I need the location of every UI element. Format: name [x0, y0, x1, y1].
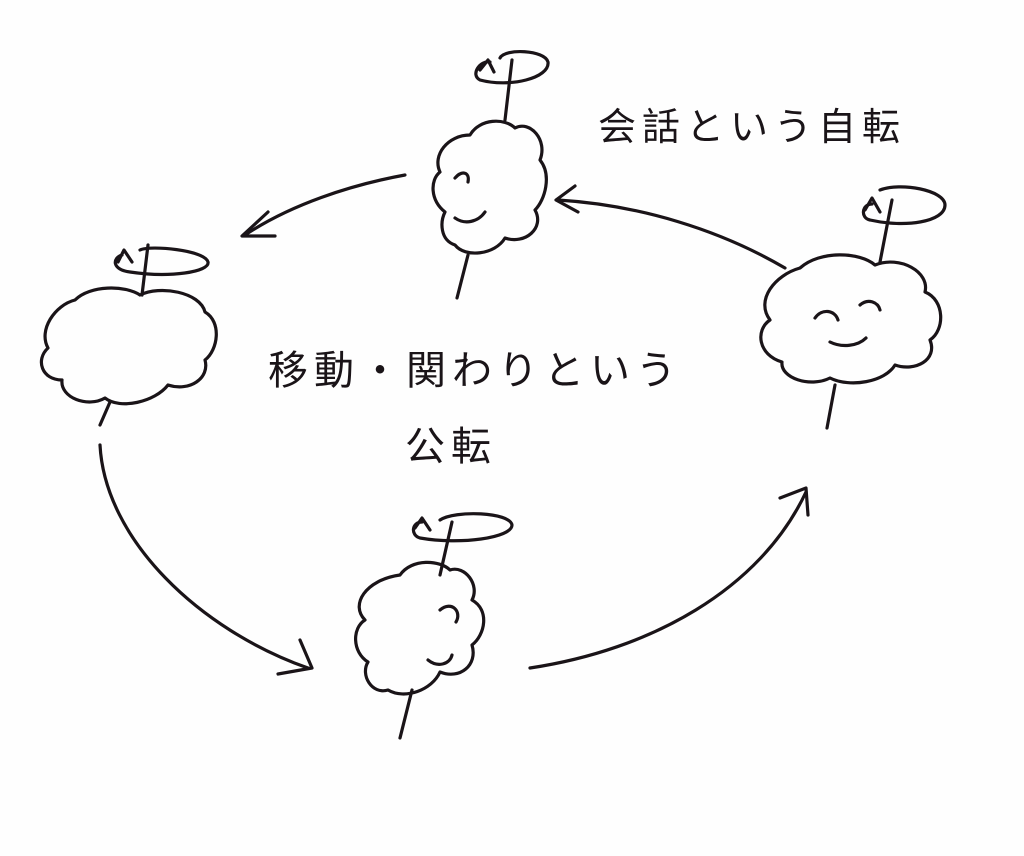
spin-arrow-icon — [474, 50, 550, 85]
arrowhead-icon — [276, 638, 314, 676]
arrow-right-to-top — [554, 184, 787, 270]
spin-arrow-icon — [411, 512, 514, 543]
arrowhead-icon — [240, 210, 277, 238]
rotation-label: 会話という自転 — [598, 105, 906, 149]
cloud-head — [39, 286, 218, 406]
arrow-top-to-left — [240, 173, 407, 238]
spin-arrow-icon — [861, 185, 947, 226]
revolution-label-line1: 移動・関わりという — [268, 348, 682, 394]
cloud-head — [354, 560, 486, 696]
cloud-head — [431, 119, 548, 255]
cloud-person-top — [431, 50, 550, 300]
arrowhead-icon — [554, 184, 580, 214]
arrow-bottom-to-right — [528, 486, 810, 670]
spin-arrow-icon — [113, 246, 210, 276]
cloud-person-right — [759, 185, 947, 430]
revolution-label-line2: 公転 — [405, 424, 497, 470]
arrowhead-icon — [778, 486, 810, 517]
cloud-person-bottom — [354, 512, 514, 740]
arrow-left-to-bottom — [98, 443, 314, 676]
cloud-head — [759, 253, 943, 385]
cloud-person-left — [39, 243, 218, 427]
